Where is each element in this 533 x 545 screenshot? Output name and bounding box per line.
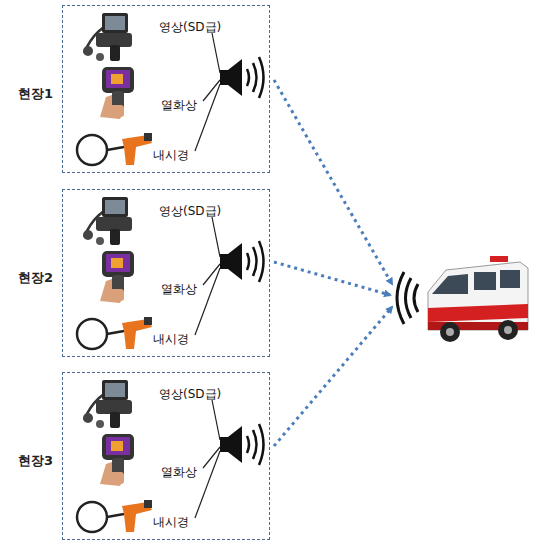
site-heading: 현장3 (18, 453, 53, 468)
site-devices (77, 197, 264, 349)
device-label: 내시경 (153, 332, 189, 346)
label-wrap: 내시경 (153, 144, 189, 163)
label-wrap: 영상(SD급) (159, 16, 221, 35)
label-wrap: 내시경 (153, 328, 189, 347)
site-heading: 현장1 (18, 86, 53, 101)
site-box: 현장2영상(SD급)열화상내시경 (62, 189, 270, 357)
device-label: 내시경 (153, 515, 189, 529)
label-wrap: 내시경 (153, 511, 189, 530)
heading-wrap: 현장2 (18, 267, 53, 286)
ambulance (428, 256, 528, 342)
site-devices (77, 380, 264, 532)
device-label: 내시경 (153, 148, 189, 162)
label-wrap: 열화상 (161, 461, 197, 480)
label-wrap: 영상(SD급) (159, 200, 221, 219)
site-devices (77, 13, 264, 165)
label-wrap: 열화상 (161, 94, 197, 113)
wireless-link (274, 80, 392, 446)
label-wrap: 열화상 (161, 278, 197, 297)
site-box: 현장3영상(SD급)열화상내시경 (62, 372, 270, 540)
device-label: 열화상 (161, 98, 197, 112)
device-label: 열화상 (161, 465, 197, 479)
label-wrap: 영상(SD급) (159, 383, 221, 402)
device-label: 영상(SD급) (159, 20, 221, 34)
heading-wrap: 현장1 (18, 83, 53, 102)
device-label: 영상(SD급) (159, 387, 221, 401)
site-box: 현장1영상(SD급)열화상내시경 (62, 5, 270, 173)
receiver-waves (397, 272, 418, 324)
site-heading: 현장2 (18, 270, 53, 285)
device-label: 열화상 (161, 282, 197, 296)
heading-wrap: 현장3 (18, 450, 53, 469)
device-label: 영상(SD급) (159, 204, 221, 218)
